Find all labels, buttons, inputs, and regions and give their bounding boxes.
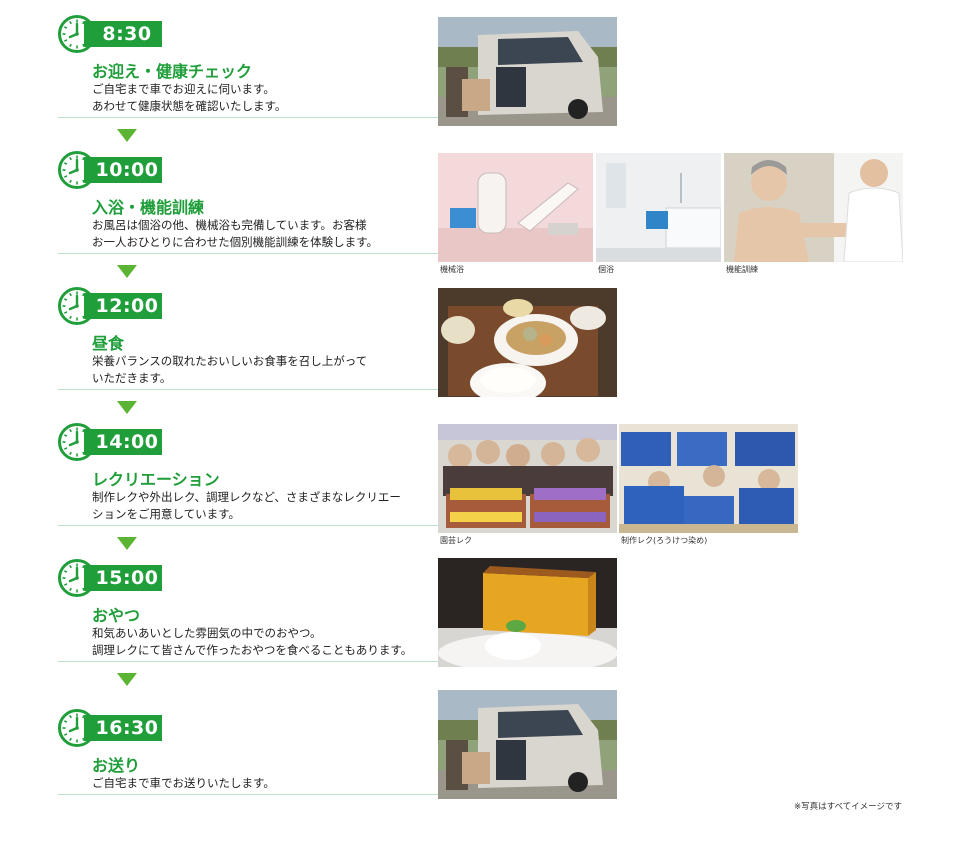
time-label: 12:00 <box>84 293 162 319</box>
step-title: レクリエーション <box>92 470 220 489</box>
step-title: お迎え・健康チェック <box>92 62 253 81</box>
photo-caption: 機械浴 <box>440 265 464 274</box>
time-badge-1000: 10:00 <box>58 151 162 189</box>
private-bath-photo <box>596 153 721 262</box>
step-title: 入浴・機能訓練 <box>92 198 205 217</box>
time-label: 16:30 <box>84 715 162 741</box>
down-arrow-icon <box>117 401 137 414</box>
step-title: おやつ <box>92 606 141 625</box>
snack-cake-photo <box>438 558 617 667</box>
time-badge-1500: 15:00 <box>58 559 162 597</box>
step-title: 昼食 <box>92 334 125 353</box>
time-label: 8:30 <box>84 21 162 47</box>
step-description: ご自宅まで車でお送りいたします。 <box>92 776 275 790</box>
gardening-photo <box>438 424 617 533</box>
divider <box>58 661 438 662</box>
down-arrow-icon <box>117 265 137 278</box>
photo-caption: 園芸レク <box>440 536 472 545</box>
machine-bath-photo <box>438 153 593 262</box>
divider <box>58 525 438 526</box>
time-badge-1400: 14:00 <box>58 423 162 461</box>
step-description: 制作レクや外出レク、調理レクなど、さまざまなレクリエー ションをご用意しています… <box>92 490 401 521</box>
time-label: 14:00 <box>84 429 162 455</box>
time-badge-1630: 16:30 <box>58 709 162 747</box>
time-label: 15:00 <box>84 565 162 591</box>
van-dropoff-photo <box>438 690 617 799</box>
dyeing-craft-photo <box>619 424 798 533</box>
photo-caption: 制作レク(ろうけつ染め) <box>621 536 708 545</box>
van-pickup-photo <box>438 17 617 126</box>
divider <box>58 389 438 390</box>
step-description: 和気あいあいとした雰囲気の中でのおやつ。 調理レクにて皆さんで作ったおやつを食べ… <box>92 626 413 657</box>
photo-caption: 個浴 <box>598 265 614 274</box>
time-badge-0830: 8:30 <box>58 15 162 53</box>
time-badge-1200: 12:00 <box>58 287 162 325</box>
lunch-photo <box>438 288 617 397</box>
step-description: お風呂は個浴の他、機械浴も完備しています。お客様 お一人おひとりに合わせた個別機… <box>92 218 379 249</box>
footnote: ※写真はすべてイメージです <box>793 802 902 812</box>
rehab-training-photo <box>724 153 903 262</box>
step-description: 栄養バランスの取れたおいしいお食事を召し上がって いただきます。 <box>92 354 368 385</box>
step-title: お送り <box>92 756 141 775</box>
divider <box>58 253 438 254</box>
photo-caption: 機能訓練 <box>726 265 758 274</box>
down-arrow-icon <box>117 537 137 550</box>
divider <box>58 117 438 118</box>
down-arrow-icon <box>117 129 137 142</box>
step-description: ご自宅まで車でお迎えに伺います。 あわせて健康状態を確認いたします。 <box>92 82 287 113</box>
divider <box>58 794 438 795</box>
down-arrow-icon <box>117 673 137 686</box>
time-label: 10:00 <box>84 157 162 183</box>
